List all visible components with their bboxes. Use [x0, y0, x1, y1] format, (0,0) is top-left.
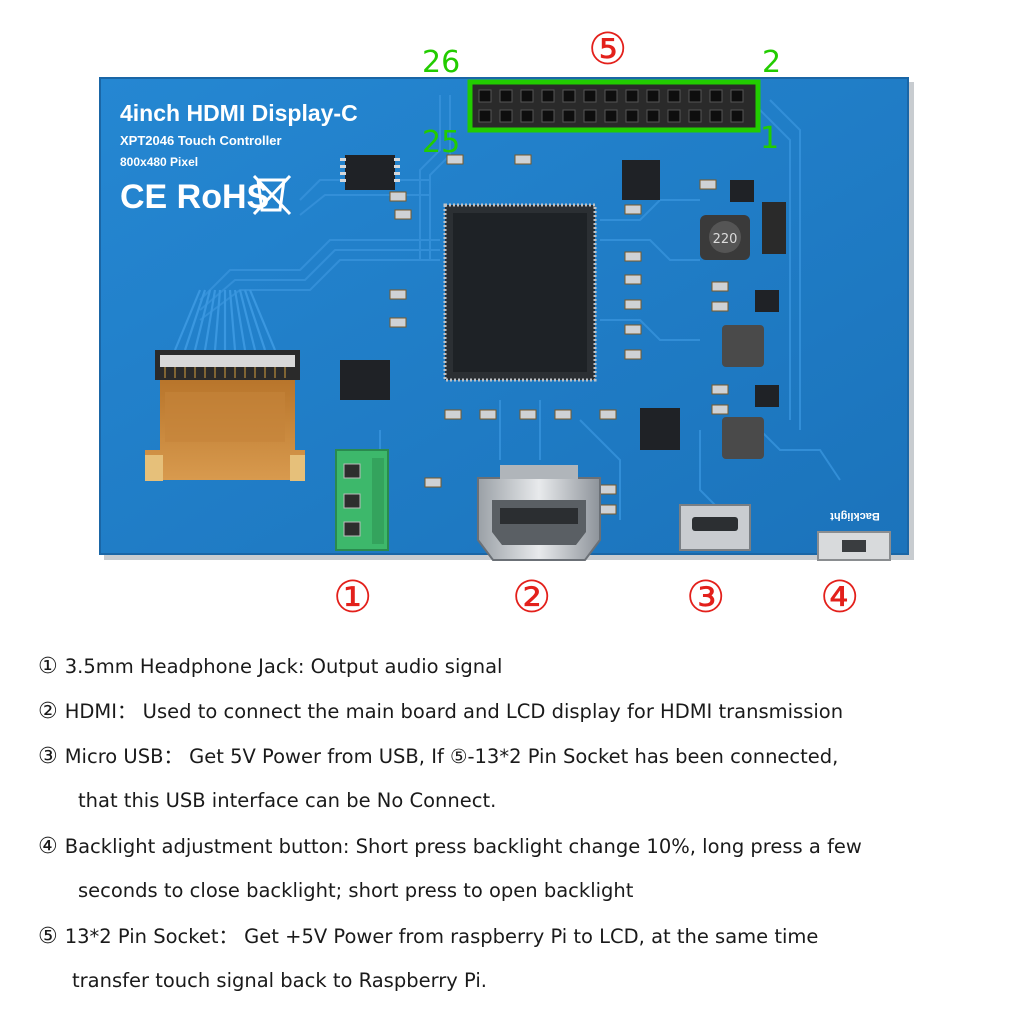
callout-3: ③ — [686, 572, 726, 623]
weee-icon — [252, 174, 292, 216]
pcb-traces — [199, 95, 841, 520]
pin-holes — [478, 89, 744, 123]
callout-2: ② — [512, 572, 552, 623]
inductor-label: 220 — [713, 232, 738, 247]
description-item-5-cont: transfer touch signal back to Raspberry … — [72, 969, 487, 992]
pin-label-1: 1 — [760, 121, 780, 156]
board-illustration: 220 — [99, 24, 914, 623]
ic-small-2 — [622, 160, 660, 200]
callout-5: ⑤ — [588, 24, 628, 75]
diode — [762, 202, 786, 254]
callout-4: ④ — [820, 572, 860, 623]
pin-label-25: 25 — [422, 125, 461, 160]
pin-label-26: 26 — [422, 45, 461, 80]
backlight-label: Backlight — [830, 510, 880, 522]
ic-small-3 — [640, 408, 680, 450]
flex-fanout — [173, 289, 277, 351]
pin-header — [467, 79, 761, 133]
ce-rohs-mark: CE RoHS — [120, 178, 269, 216]
board-subtitle-resolution: 800x480 Pixel — [120, 155, 199, 169]
board-title: 4inch HDMI Display-C — [120, 100, 358, 126]
pin-label-2: 2 — [762, 45, 782, 80]
capacitors — [722, 325, 764, 459]
board-subtitle-controller: XPT2046 Touch Controller — [120, 133, 282, 148]
ic-small-1 — [340, 360, 390, 400]
description-item-4-cont: seconds to close backlight; short press … — [78, 879, 634, 902]
ic-small-6 — [755, 385, 779, 407]
touch-ic — [345, 155, 395, 190]
callout-1: ① — [333, 572, 373, 623]
pcb-drawing: 220 — [99, 77, 914, 561]
ic-small-5 — [755, 290, 779, 312]
ic-small-4 — [730, 180, 754, 202]
description-item-3-cont: that this USB interface can be No Connec… — [78, 789, 497, 812]
